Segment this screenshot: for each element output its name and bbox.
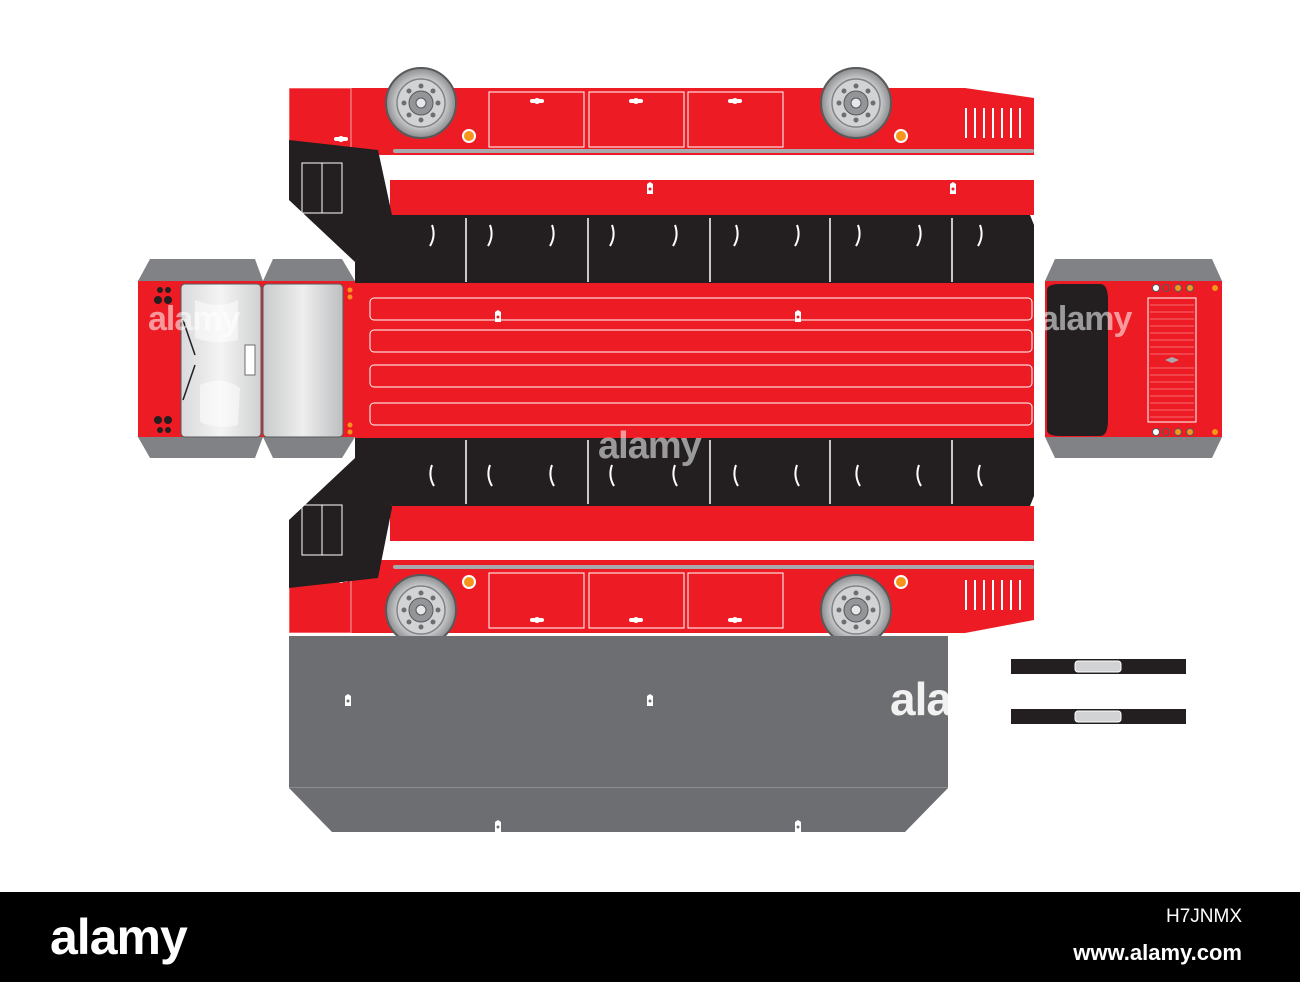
- glue-tab-icon: [495, 820, 501, 832]
- watermark-text: alamy: [598, 425, 702, 467]
- wheel-icon: [820, 67, 892, 139]
- watermark-text: alamy: [1040, 300, 1132, 338]
- watermark-text: alamy: [148, 300, 240, 338]
- tail-light-icon: [1152, 428, 1194, 436]
- indicator-light-icon: [894, 575, 908, 589]
- glue-tab-icon: [345, 694, 351, 706]
- front-cab-panel: [138, 259, 355, 458]
- indicator-light-icon: [462, 575, 476, 589]
- footer-bar: alamy H7JNMX www.alamy.com: [0, 892, 1300, 982]
- grille-vents-icon: [965, 580, 1021, 610]
- tail-light-icon: [1152, 284, 1194, 292]
- underside-panel: [289, 636, 948, 832]
- cab-side-bottom: [289, 458, 392, 588]
- site-url: www.alamy.com: [1073, 940, 1242, 965]
- glue-tab-icon: [795, 310, 801, 322]
- wheel-icon: [385, 67, 457, 139]
- rear-panel: [1045, 259, 1222, 458]
- glue-tab-icon: [495, 310, 501, 322]
- indicator-light-icon: [894, 129, 908, 143]
- wheel-icon: [385, 574, 457, 646]
- window-strip-bottom: [355, 438, 1034, 506]
- headlight-cluster-icon: [154, 287, 172, 433]
- grille-vents-icon: [965, 108, 1021, 138]
- brand-logo: alamy: [50, 909, 188, 965]
- wheel-icon: [820, 574, 892, 646]
- window-strip-top: [355, 215, 1034, 283]
- cab-side-top: [289, 140, 392, 262]
- indicator-light-icon: [462, 129, 476, 143]
- glue-tab-icon: [647, 694, 653, 706]
- bumper-strip: [1011, 659, 1186, 674]
- watermark-text: alamy: [890, 673, 1017, 725]
- glue-tab-icon: [795, 820, 801, 832]
- glue-tab-icon: [950, 182, 956, 194]
- bumper-strip: [1011, 709, 1186, 724]
- image-id: H7JNMX: [1165, 906, 1242, 927]
- side-panel-bottom: [288, 506, 1034, 646]
- glue-tab-icon: [647, 182, 653, 194]
- side-panel-top: [288, 67, 1034, 215]
- roof-panel: [355, 283, 1034, 438]
